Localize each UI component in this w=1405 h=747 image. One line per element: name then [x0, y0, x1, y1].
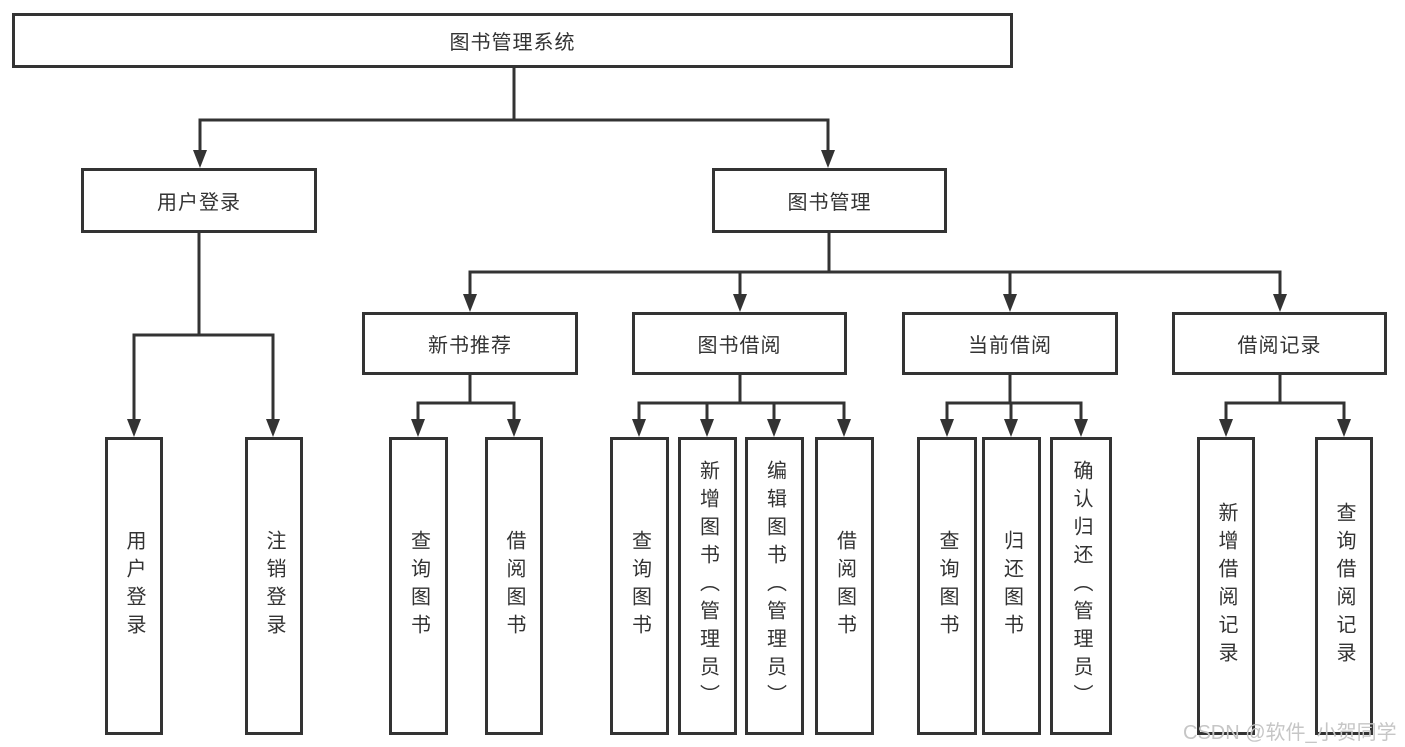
leaf-newbook-borrow-books: 借阅图书 — [485, 437, 543, 735]
leaf-borrow-query-books: 查询图书 — [610, 437, 669, 735]
node-system-root-label: 图书管理系统 — [449, 32, 576, 54]
node-borrowing-records-label: 借阅记录 — [1237, 335, 1322, 357]
leaf-current-query-books: 查询图书 — [917, 437, 977, 735]
watermark: CSDN @软件_小贺同学 — [1183, 722, 1397, 744]
leaf-borrow-edit-books-admin-label: 编辑图书（管理员） — [763, 460, 786, 712]
leaf-borrow-query-books-label: 查询图书 — [628, 530, 651, 642]
leaf-newbook-query-books-label: 查询图书 — [407, 530, 430, 642]
leaf-records-query-record-label: 查询借阅记录 — [1333, 502, 1355, 670]
leaf-newbook-borrow-books-label: 借阅图书 — [503, 530, 525, 642]
leaf-records-add-record: 新增借阅记录 — [1197, 437, 1255, 735]
leaf-logout-label: 注销登录 — [263, 530, 285, 642]
leaf-user-login: 用户登录 — [105, 437, 163, 735]
node-current-borrowing-label: 当前借阅 — [968, 335, 1052, 357]
leaf-borrow-add-books-admin-label: 新增图书（管理员） — [696, 460, 719, 712]
connector-book-borrowing — [632, 375, 851, 437]
leaf-records-query-record: 查询借阅记录 — [1315, 437, 1373, 735]
leaf-current-query-books-label: 查询图书 — [936, 530, 958, 642]
node-borrowing-records: 借阅记录 — [1172, 312, 1387, 375]
node-current-borrowing: 当前借阅 — [902, 312, 1118, 375]
node-book-borrowing: 图书借阅 — [632, 312, 847, 375]
connector-book-management — [463, 233, 1287, 312]
leaf-user-login-label: 用户登录 — [123, 530, 145, 642]
leaf-borrow-edit-books-admin: 编辑图书（管理员） — [745, 437, 804, 735]
leaf-current-confirm-return-admin: 确认归还（管理员） — [1050, 437, 1112, 735]
leaf-logout: 注销登录 — [245, 437, 303, 735]
leaf-borrow-borrow-books-label: 借阅图书 — [833, 530, 856, 642]
connector-root — [193, 68, 835, 168]
leaf-current-return-books-label: 归还图书 — [1000, 530, 1023, 642]
leaf-borrow-borrow-books: 借阅图书 — [815, 437, 874, 735]
leaf-borrow-add-books-admin: 新增图书（管理员） — [678, 437, 737, 735]
leaf-records-add-record-label: 新增借阅记录 — [1215, 502, 1237, 670]
node-book-borrowing-label: 图书借阅 — [697, 335, 782, 357]
connector-user-login — [127, 233, 280, 437]
node-book-management: 图书管理 — [712, 168, 947, 233]
node-user-login-label: 用户登录 — [157, 192, 241, 214]
node-new-book-recommend-label: 新书推荐 — [428, 335, 512, 357]
leaf-current-confirm-return-admin-label: 确认归还（管理员） — [1070, 460, 1092, 712]
leaf-newbook-query-books: 查询图书 — [389, 437, 448, 735]
node-book-management-label: 图书管理 — [787, 192, 872, 214]
connector-borrowing-records — [1219, 375, 1351, 437]
node-user-login: 用户登录 — [81, 168, 317, 233]
connector-current-borrowing — [940, 375, 1088, 437]
connector-new-book-recommend — [411, 375, 521, 437]
node-system-root: 图书管理系统 — [12, 13, 1013, 68]
node-new-book-recommend: 新书推荐 — [362, 312, 578, 375]
leaf-current-return-books: 归还图书 — [982, 437, 1041, 735]
